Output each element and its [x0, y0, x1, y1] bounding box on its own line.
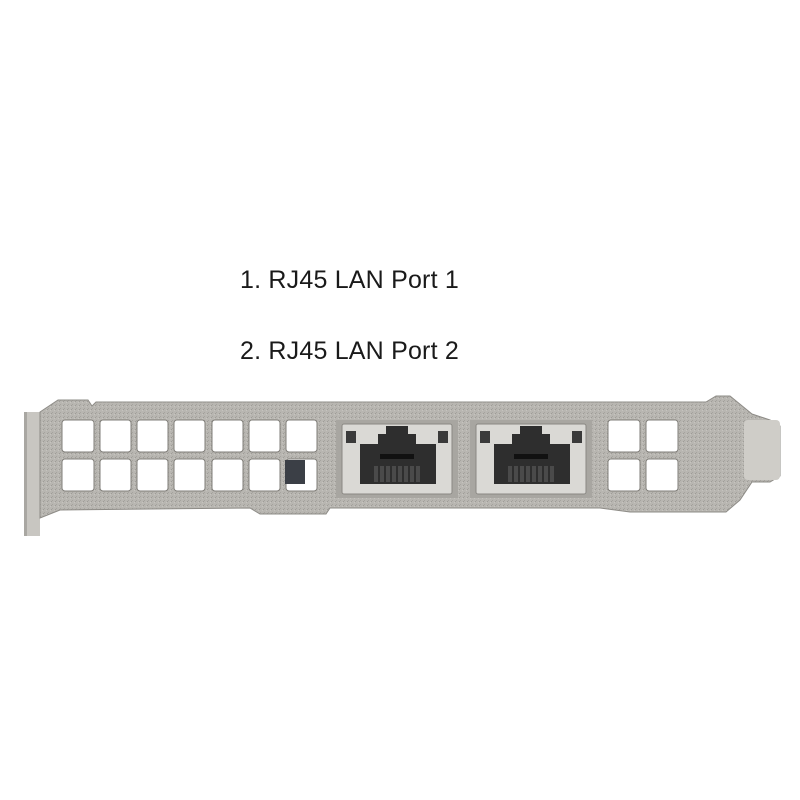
bracket-left-flange — [24, 412, 40, 536]
port-2-label: 2. RJ45 LAN Port 2 — [240, 337, 459, 365]
port-1-label: 1. RJ45 LAN Port 1 — [240, 266, 459, 294]
rj45-port-1 — [336, 420, 458, 498]
internal-component — [285, 460, 305, 484]
vent-grid-right — [607, 419, 679, 492]
bracket-tab — [744, 420, 780, 480]
rj45-port-2 — [470, 420, 592, 498]
